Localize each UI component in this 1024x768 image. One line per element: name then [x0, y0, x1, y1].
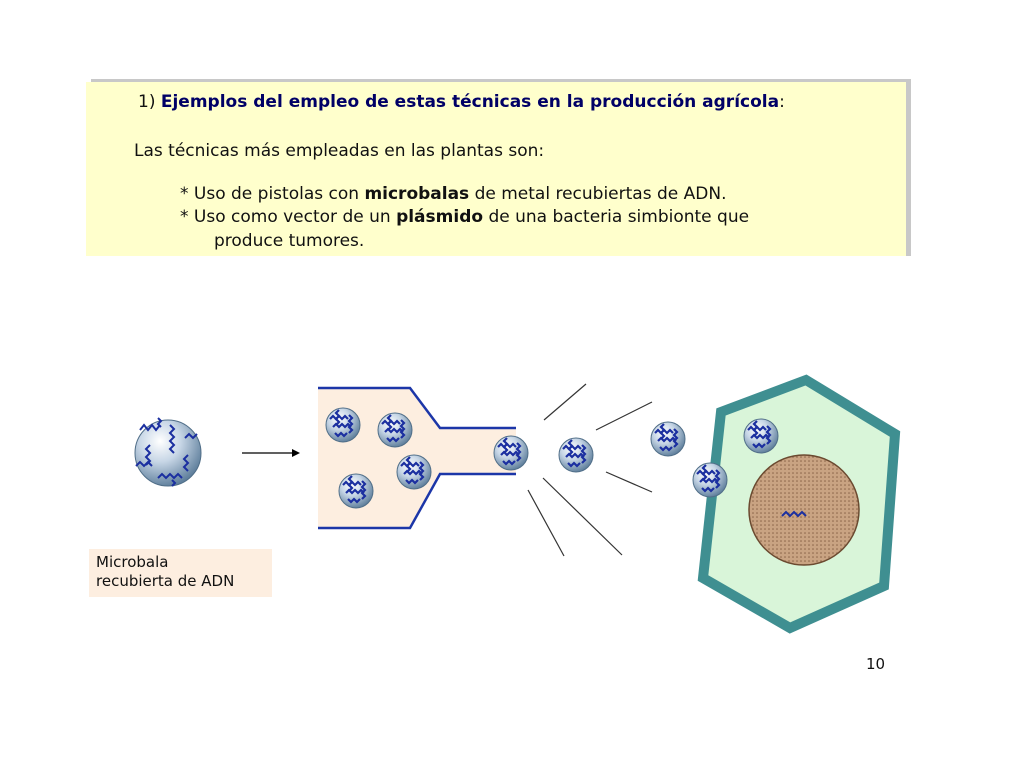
slide-title: 1) Ejemplos del empleo de estas técnicas… [138, 92, 785, 112]
microbead [742, 417, 780, 455]
arrow [242, 449, 300, 457]
microbead [324, 406, 362, 444]
microbead [337, 472, 375, 510]
title-text: Ejemplos del empleo de estas técnicas en… [160, 92, 780, 112]
microbead [691, 461, 729, 499]
microbead [395, 453, 433, 491]
bold-term-plasmido: plásmido [396, 207, 484, 227]
caption-line-2: recubierta de ADN [96, 572, 235, 590]
microbead [492, 434, 530, 472]
burst-lines [527, 383, 653, 557]
page-number: 10 [866, 655, 886, 673]
bullet-1: * Uso de pistolas con microbalas de meta… [180, 184, 727, 204]
intro-text: Las técnicas más empleadas en las planta… [134, 141, 545, 161]
bullet-2-continuation: produce tumores. [214, 231, 365, 251]
nucleus [748, 454, 860, 566]
large-microbead [134, 417, 202, 487]
text-box: 1) Ejemplos del empleo de estas técnicas… [86, 82, 906, 256]
microbead [376, 411, 414, 449]
plant-cell [697, 374, 901, 634]
title-number: 1) [138, 92, 156, 112]
microbead [557, 436, 595, 474]
caption-box: Microbala recubierta de ADN [89, 549, 272, 597]
nucleus-dna [781, 510, 807, 518]
title-colon: : [779, 92, 785, 112]
bullet-2: * Uso como vector de un plásmido de una … [180, 207, 750, 227]
caption-line-1: Microbala [96, 553, 169, 571]
bold-term-microbalas: microbalas [364, 184, 470, 204]
microbead [649, 420, 687, 458]
